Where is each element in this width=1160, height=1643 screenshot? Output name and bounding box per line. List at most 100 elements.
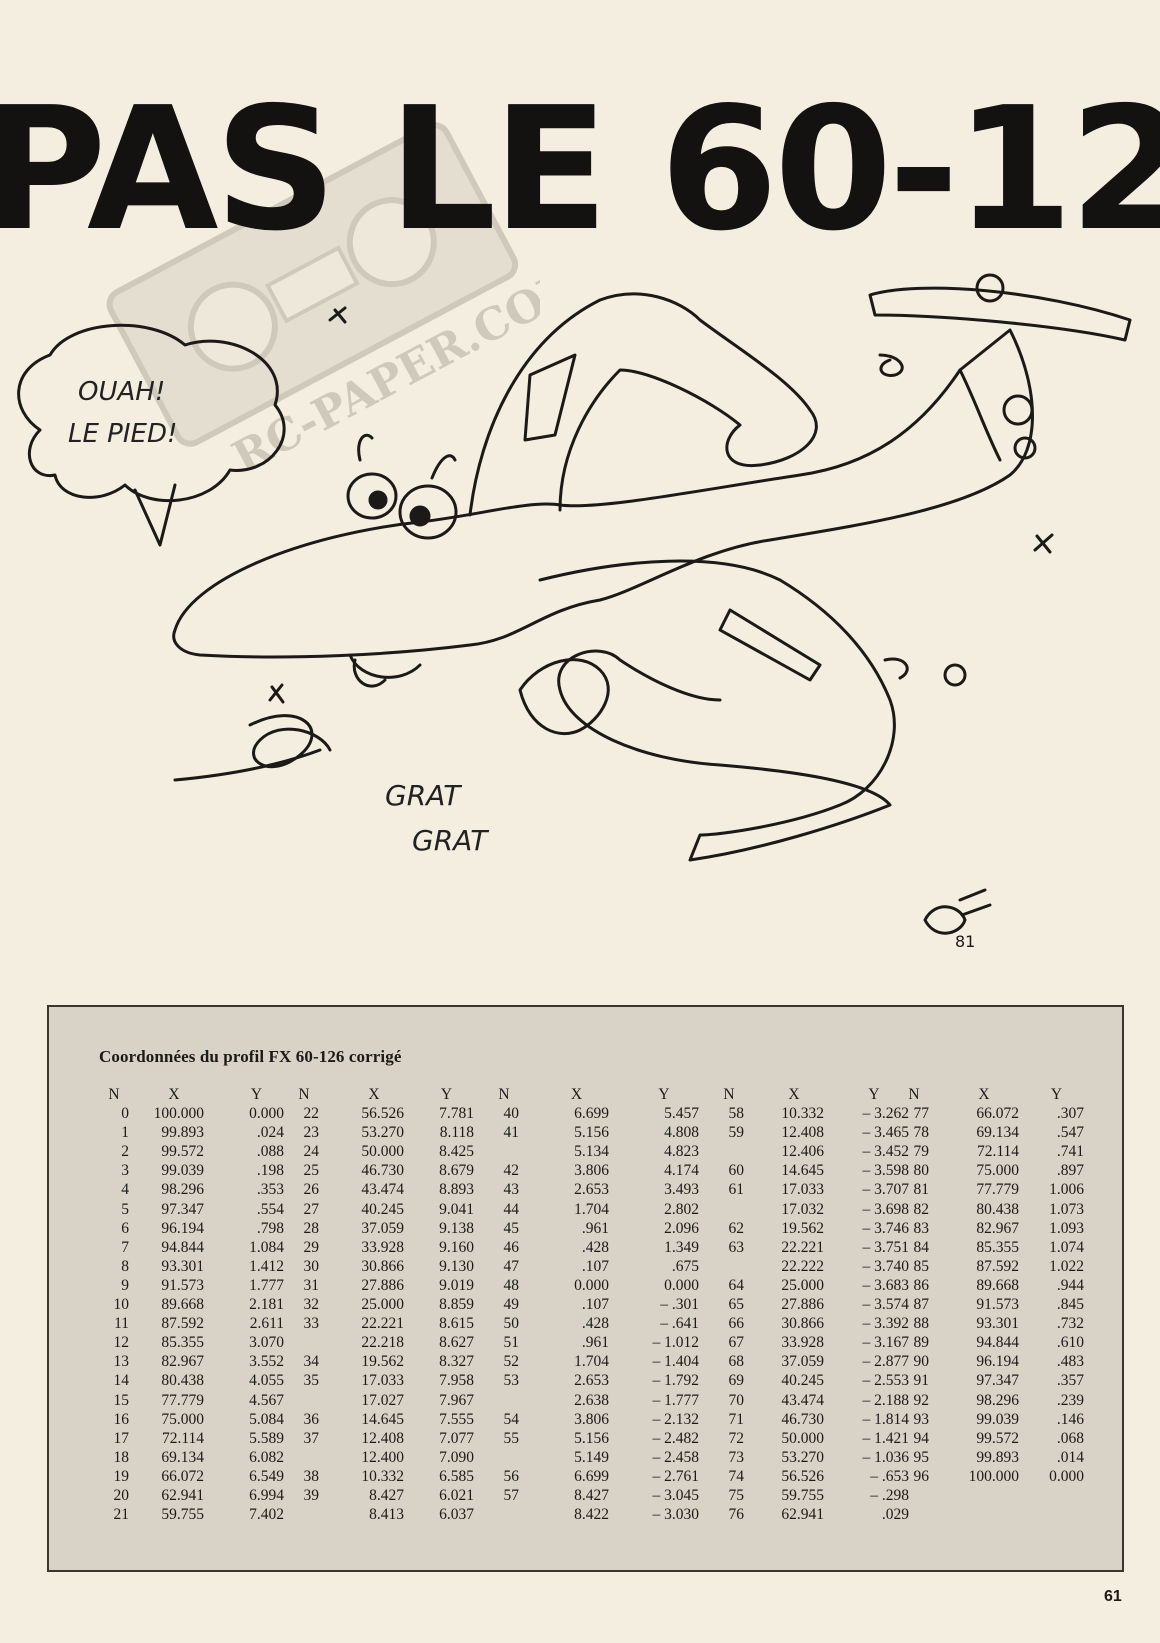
- table-cell: 89.668: [976, 1276, 1019, 1294]
- table-cell: 12.408: [361, 1429, 404, 1447]
- table-cell: [489, 1505, 519, 1524]
- table-cell: 12: [113, 1334, 130, 1352]
- table-cell: [289, 1391, 319, 1410]
- table-cell: 94: [913, 1429, 930, 1447]
- table-cell: 40: [503, 1105, 520, 1123]
- table-cell: 3.552: [249, 1353, 284, 1371]
- upper-wing-arm: [468, 292, 818, 517]
- table-cell: 17.032: [781, 1200, 824, 1218]
- table-cell: 89: [913, 1334, 930, 1352]
- table-cell: 7.402: [249, 1506, 284, 1524]
- table-cell: 39: [303, 1486, 320, 1504]
- lower-wing-arm: [538, 559, 896, 862]
- table-cell: 0.000: [249, 1105, 284, 1123]
- table-cell: – 3.030: [652, 1506, 700, 1524]
- table-cell: .198: [256, 1162, 284, 1180]
- table-cell: .146: [1056, 1410, 1084, 1428]
- table-cell: 14.645: [781, 1162, 824, 1180]
- table-cell: 17.027: [361, 1391, 404, 1409]
- table-header-cell: N: [498, 1086, 510, 1103]
- table-cell: 87.592: [161, 1315, 204, 1333]
- table-cell: – .653: [870, 1467, 909, 1485]
- table-cell: 96.194: [161, 1219, 204, 1237]
- table-cell: – 3.167: [862, 1334, 910, 1352]
- table-cell: 94.844: [976, 1334, 1019, 1352]
- table-cell: 62.941: [781, 1506, 824, 1524]
- table-cell: – 3.392: [862, 1315, 910, 1333]
- table-cell: .107: [581, 1296, 609, 1314]
- table-cell: 0.000: [664, 1276, 699, 1294]
- table-cell: 37: [303, 1429, 320, 1447]
- table-cell: 99.893: [976, 1448, 1019, 1466]
- table-cell: – 1.421: [862, 1429, 910, 1447]
- table-cell: .741: [1056, 1143, 1084, 1161]
- table-cell: 50.000: [781, 1429, 824, 1447]
- table-cell: 82.967: [161, 1353, 204, 1371]
- table-title: Coordonnées du profil FX 60-126 corrigé: [99, 1047, 402, 1066]
- table-cell: 6.585: [439, 1467, 474, 1485]
- table-cell: 19.562: [361, 1353, 404, 1371]
- cartoon-eye-right: [398, 484, 458, 540]
- table-cell: 25.000: [361, 1296, 404, 1314]
- table-cell: 84: [913, 1238, 930, 1256]
- table-cell: – 2.482: [652, 1429, 700, 1447]
- table-cell: 96.194: [976, 1353, 1019, 1371]
- table-cell: 93: [913, 1410, 930, 1428]
- table-cell: 16: [113, 1410, 130, 1428]
- table-cell: [289, 1505, 319, 1524]
- table-cell: 43.474: [781, 1391, 824, 1409]
- table-cell: 98.296: [161, 1181, 204, 1199]
- page-number: 61: [1104, 1588, 1122, 1605]
- table-cell: 9: [121, 1276, 129, 1294]
- table-header-cell: X: [978, 1086, 990, 1103]
- table-cell: [899, 1505, 929, 1524]
- table-cell: – 3.746: [862, 1219, 910, 1237]
- speech-bubble: [17, 323, 286, 503]
- table-cell: 1.022: [1049, 1257, 1084, 1275]
- table-cell: 19.562: [781, 1219, 824, 1237]
- table-cell: – 3.740: [862, 1257, 910, 1275]
- table-cell: 43: [503, 1181, 520, 1199]
- table-cell: .944: [1056, 1276, 1084, 1294]
- table-cell: 59.755: [161, 1506, 204, 1524]
- table-cell: 6.037: [439, 1506, 474, 1524]
- table-cell: .088: [256, 1143, 284, 1161]
- table-cell: 72.114: [161, 1429, 204, 1447]
- table-cell: 90: [913, 1353, 930, 1371]
- table-cell: [489, 1142, 519, 1161]
- table-cell: – 2.458: [652, 1448, 700, 1466]
- table-cell: .428: [581, 1238, 609, 1256]
- table-cell: 80: [913, 1162, 930, 1180]
- table-cell: – 3.698: [862, 1200, 910, 1218]
- table-cell: 4: [121, 1181, 129, 1199]
- table-cell: 70: [728, 1391, 745, 1409]
- table-cell: 45: [503, 1219, 520, 1237]
- table-cell: 8.413: [369, 1506, 404, 1524]
- table-header-cell: Y: [440, 1086, 453, 1103]
- table-cell: 8.327: [439, 1353, 474, 1371]
- table-cell: 18: [113, 1448, 130, 1466]
- table-cell: – 2.188: [862, 1391, 910, 1409]
- table-cell: 37.059: [781, 1353, 824, 1371]
- table-cell: 6.549: [249, 1467, 284, 1485]
- table-cell: 2.638: [574, 1391, 609, 1409]
- table-cell: 69.134: [161, 1448, 204, 1466]
- table-cell: – 1.814: [862, 1410, 910, 1428]
- table-cell: .357: [1056, 1372, 1084, 1390]
- table-cell: 75.000: [976, 1162, 1019, 1180]
- table-cell: 49: [503, 1296, 520, 1314]
- table-cell: 8: [121, 1257, 129, 1275]
- table-cell: 99.572: [976, 1429, 1019, 1447]
- table-cell: 5.457: [664, 1105, 699, 1123]
- table-cell: 93.301: [161, 1257, 204, 1275]
- table-cell: – 3.598: [862, 1162, 910, 1180]
- table-cell: – 3.452: [862, 1143, 910, 1161]
- table-cell: 80.438: [976, 1200, 1019, 1218]
- table-cell: 27.886: [361, 1276, 404, 1294]
- table-cell: 8.859: [439, 1296, 474, 1314]
- table-cell: 95: [913, 1448, 930, 1466]
